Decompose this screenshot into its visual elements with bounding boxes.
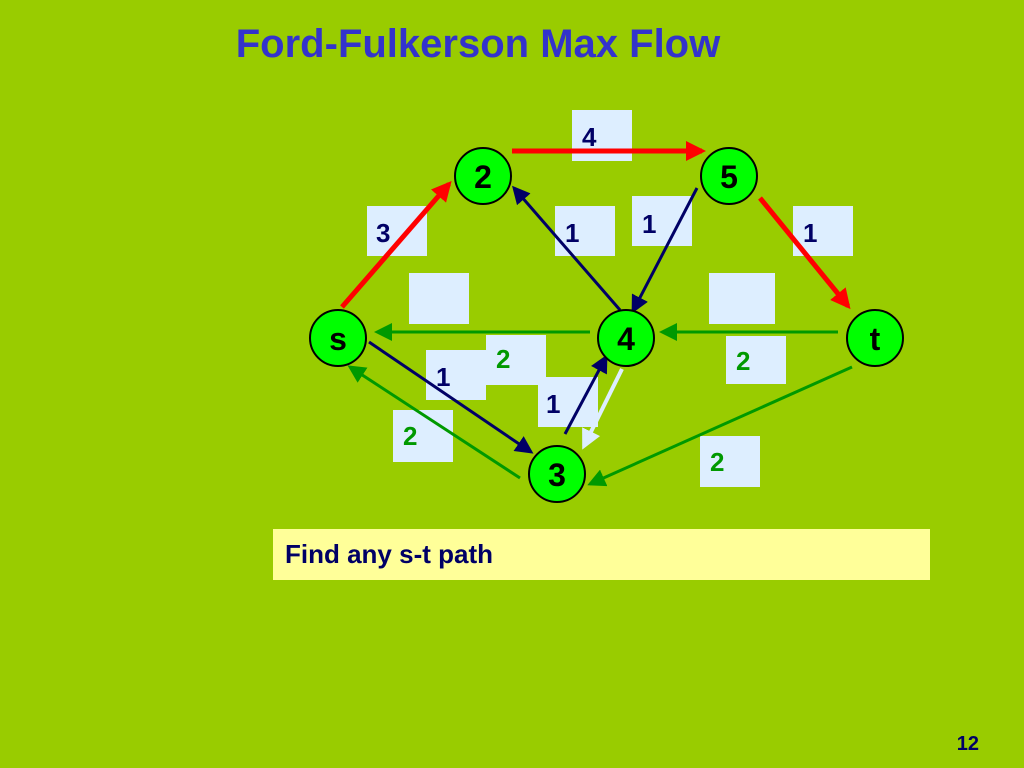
edge-label-s-3: 1 xyxy=(426,350,486,400)
edge-4-3-faded xyxy=(582,368,624,450)
edge-label-4-s: 2 xyxy=(486,335,546,385)
page-number: 12 xyxy=(956,733,979,755)
svg-text:s: s xyxy=(329,321,347,357)
caption-text: Find any s-t path xyxy=(285,539,493,569)
edge-label-t-3: 2 xyxy=(700,436,760,487)
node-3: 3 xyxy=(528,445,586,503)
node-5: 5 xyxy=(700,147,758,205)
node-t: t xyxy=(846,309,904,367)
svg-text:1: 1 xyxy=(565,218,579,248)
node-s: s xyxy=(309,309,367,367)
caption-box: Find any s-t path xyxy=(273,529,930,580)
svg-text:4: 4 xyxy=(617,321,635,357)
edge-label-3-4: 1 xyxy=(538,377,598,427)
empty-label-box-left xyxy=(409,273,469,324)
edge-s-2 xyxy=(340,180,452,309)
svg-text:2: 2 xyxy=(496,344,510,374)
edge-5-t xyxy=(758,196,851,310)
svg-text:1: 1 xyxy=(436,362,450,392)
empty-label-box-right xyxy=(709,273,775,324)
svg-text:1: 1 xyxy=(546,389,560,419)
edge-5-4 xyxy=(631,187,699,314)
edge-3-s xyxy=(347,365,521,480)
svg-text:2: 2 xyxy=(710,447,724,477)
edge-s-3 xyxy=(368,340,534,454)
edge-label-3-s: 2 xyxy=(393,410,453,462)
edge-label-s-2: 3 xyxy=(367,206,427,256)
slide-title: Ford-Fulkerson Max Flow xyxy=(235,22,721,66)
node-2: 2 xyxy=(454,147,512,205)
svg-text:3: 3 xyxy=(548,457,566,493)
svg-text:3: 3 xyxy=(376,218,390,248)
edge-label-4-5: 1 xyxy=(632,196,692,246)
svg-text:2: 2 xyxy=(474,159,492,195)
node-4: 4 xyxy=(597,309,655,367)
svg-text:5: 5 xyxy=(720,159,738,195)
svg-text:1: 1 xyxy=(642,209,656,239)
svg-text:2: 2 xyxy=(403,421,417,451)
svg-text:1: 1 xyxy=(803,218,817,248)
edge-4-2 xyxy=(512,185,622,311)
svg-text:2: 2 xyxy=(736,346,750,376)
edge-3-4 xyxy=(563,354,608,435)
edge-t-3 xyxy=(587,365,853,487)
svg-text:4: 4 xyxy=(582,122,597,152)
edge-label-t-4: 2 xyxy=(726,336,786,384)
edge-label-4-2: 1 xyxy=(555,206,615,256)
svg-text:t: t xyxy=(870,321,881,357)
